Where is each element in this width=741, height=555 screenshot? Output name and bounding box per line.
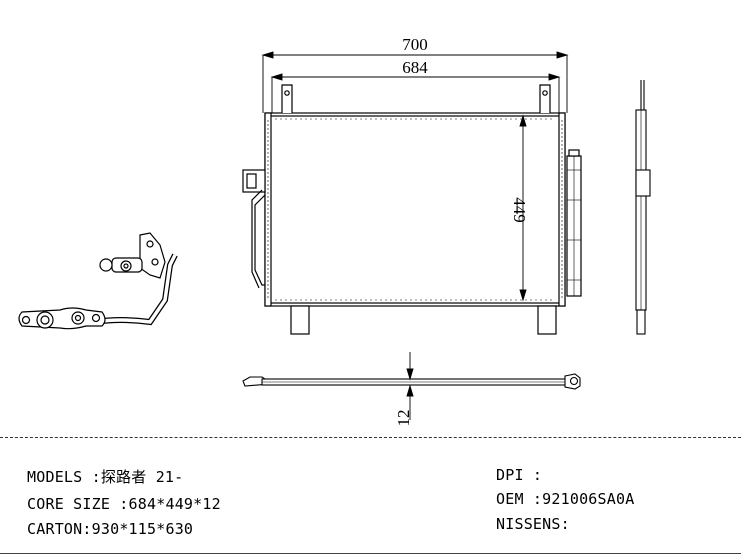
spec-dpi-label: DPI : bbox=[496, 466, 543, 484]
spec-carton-label: CARTON: bbox=[27, 520, 92, 538]
dimension-lines bbox=[261, 51, 569, 302]
dimension-thickness bbox=[406, 352, 414, 420]
bottom-rule bbox=[0, 553, 741, 554]
spec-models-label: MODELS : bbox=[27, 468, 101, 486]
spec-core-size-value: 684*449*12 bbox=[128, 495, 221, 513]
spec-dpi: DPI : bbox=[496, 466, 542, 484]
condenser-front-view bbox=[242, 84, 582, 335]
spec-nissens: NISSENS: bbox=[496, 515, 570, 533]
spec-core-size: CORE SIZE :684*449*12 bbox=[27, 495, 221, 513]
dim-core-width: 684 bbox=[402, 58, 428, 77]
spec-oem-value: 921006SA0A bbox=[542, 490, 635, 508]
spec-oem: OEM :921006SA0A bbox=[496, 490, 634, 508]
condenser-side-view bbox=[635, 80, 651, 335]
spec-models: MODELS :探路者 21- bbox=[27, 468, 183, 486]
dim-overall-width: 700 bbox=[402, 35, 428, 54]
condenser-bottom-view bbox=[242, 373, 581, 390]
dim-core-height: 449 bbox=[510, 197, 529, 223]
spec-nissens-label: NISSENS: bbox=[496, 515, 570, 533]
condenser-technical-drawing: 700 684 449 12 bbox=[18, 35, 651, 427]
pipe-fitting-bracket bbox=[18, 232, 178, 330]
spec-carton: CARTON:930*115*630 bbox=[27, 520, 193, 538]
spec-carton-value: 930*115*630 bbox=[91, 520, 194, 538]
dim-thickness: 12 bbox=[394, 410, 413, 427]
section-divider bbox=[0, 437, 741, 438]
spec-oem-label: OEM : bbox=[496, 490, 543, 508]
spec-core-size-label: CORE SIZE : bbox=[27, 495, 129, 513]
spec-models-value: 探路者 21- bbox=[100, 468, 184, 486]
